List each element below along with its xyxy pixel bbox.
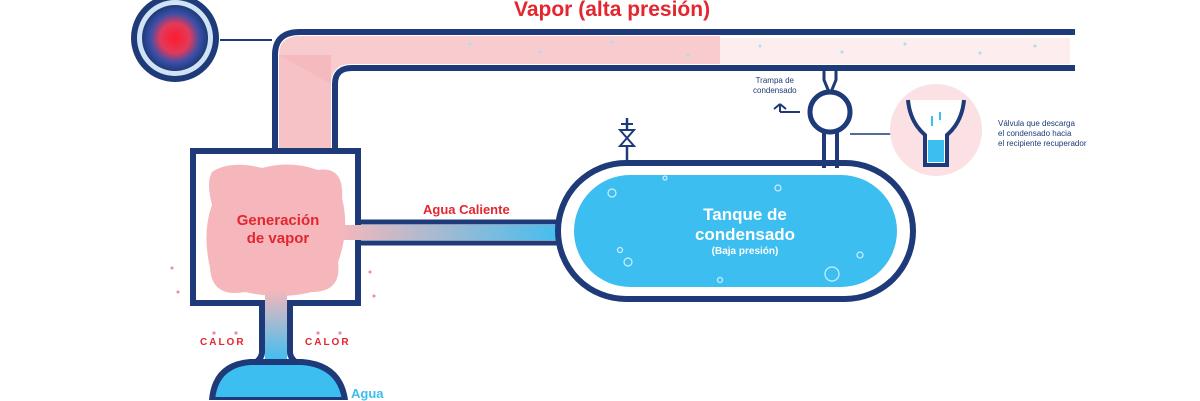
tank-label-line1: Tanque de bbox=[703, 205, 787, 224]
heat-source-icon bbox=[131, 0, 219, 82]
hot-water-label: Agua Caliente bbox=[423, 202, 510, 217]
valve-description-line1: Válvula que descarga bbox=[998, 119, 1075, 128]
generation-label: Generación de vapor bbox=[228, 212, 328, 248]
vapor-subtitle: (alta presión) bbox=[578, 0, 711, 21]
trap-label-line2: condensado bbox=[753, 86, 797, 95]
condensate-tank bbox=[555, 160, 916, 302]
generation-label-line1: Generación bbox=[236, 212, 320, 229]
trap-branch-line bbox=[822, 68, 839, 168]
vapor-title-main: Vapor bbox=[514, 0, 573, 21]
tank-label: Tanque de condensado (Baja presión) bbox=[645, 205, 845, 259]
vapor-title: Vapor (alta presión) bbox=[514, 0, 710, 22]
valve-description: Válvula que descarga el condensado hacia… bbox=[998, 119, 1087, 149]
water-label: Agua bbox=[351, 386, 384, 401]
hot-water-pipe bbox=[340, 219, 575, 246]
heat-label-left: CALOR bbox=[200, 337, 246, 348]
discharge-funnel-icon bbox=[890, 84, 982, 176]
steam-generator bbox=[170, 148, 376, 306]
trap-label: Trampa de condensado bbox=[753, 76, 797, 96]
valve-description-line3: el recipiente recuperador bbox=[998, 139, 1087, 148]
steam-trap-icon bbox=[773, 89, 892, 135]
heat-marks bbox=[212, 331, 342, 335]
valve-description-line2: el condensado hacia bbox=[998, 129, 1072, 138]
steam-pipe bbox=[272, 29, 1075, 155]
heat-label-right: CALOR bbox=[305, 337, 351, 348]
tank-pressure-label: (Baja presión) bbox=[711, 246, 779, 257]
trap-label-line1: Trampa de bbox=[755, 76, 794, 85]
generation-label-line2: de vapor bbox=[246, 230, 310, 247]
gate-valve-icon bbox=[617, 118, 637, 163]
water-vessel bbox=[208, 359, 349, 400]
tank-label-line2: condensado bbox=[694, 225, 796, 244]
